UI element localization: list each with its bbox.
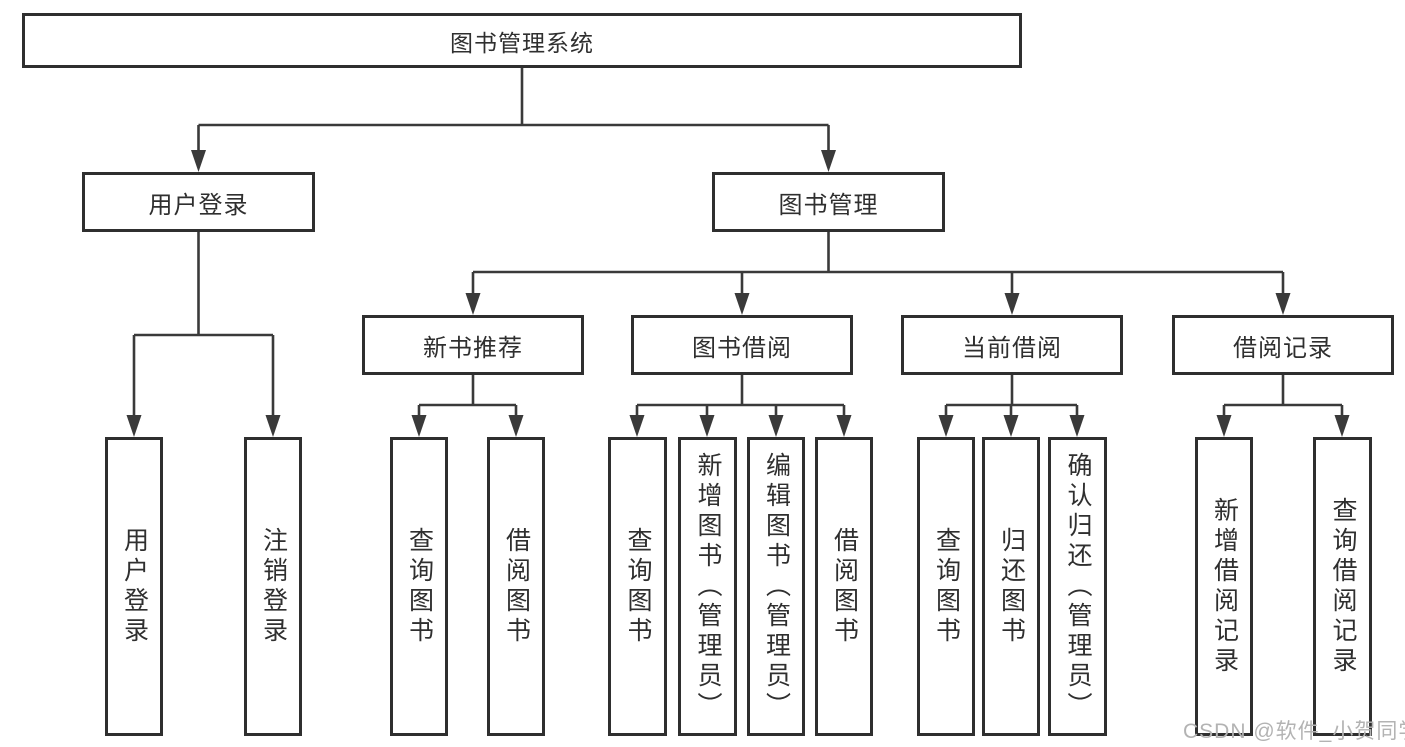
- leaf-query-books-recommend: 查询图书: [390, 437, 448, 736]
- node-current-borrowing: 当前借阅: [901, 315, 1123, 375]
- leaf-query-books-current: 查询图书: [917, 437, 975, 736]
- leaf-return-books: 归还图书: [982, 437, 1040, 736]
- edge-user-login-to-children: [126, 232, 281, 437]
- edge-current-borrow-to-children: [938, 375, 1085, 437]
- edge-borrow-record-to-children: [1216, 375, 1350, 437]
- node-borrowing-records: 借阅记录: [1172, 315, 1394, 375]
- node-new-book-recommend: 新书推荐: [362, 315, 584, 375]
- node-book-borrowing: 图书借阅: [631, 315, 853, 375]
- node-user-login: 用户登录: [82, 172, 315, 232]
- leaf-borrow-books-recommend: 借阅图书: [487, 437, 545, 736]
- leaf-edit-books-admin: 编辑图书（管理员）: [747, 437, 805, 736]
- leaf-query-books-borrow: 查询图书: [608, 437, 667, 736]
- edge-book-management-to-children: [465, 232, 1291, 315]
- leaf-logout: 注销登录: [244, 437, 302, 736]
- csdn-watermark: CSDN @软件_小贺同学: [1183, 720, 1405, 743]
- edge-book-borrow-to-children: [629, 375, 852, 437]
- leaf-borrow-books: 借阅图书: [815, 437, 873, 736]
- leaf-add-books-admin: 新增图书（管理员）: [678, 437, 737, 736]
- leaf-user-login: 用户登录: [105, 437, 163, 736]
- leaf-query-borrow-record: 查询借阅记录: [1313, 437, 1372, 736]
- node-book-management: 图书管理: [712, 172, 945, 232]
- leaf-confirm-return-admin: 确认归还（管理员）: [1048, 437, 1107, 736]
- leaf-add-borrow-record: 新增借阅记录: [1195, 437, 1253, 736]
- node-root-system: 图书管理系统: [22, 13, 1022, 68]
- edge-root-to-children: [191, 68, 836, 172]
- edge-new-book-to-children: [411, 375, 524, 437]
